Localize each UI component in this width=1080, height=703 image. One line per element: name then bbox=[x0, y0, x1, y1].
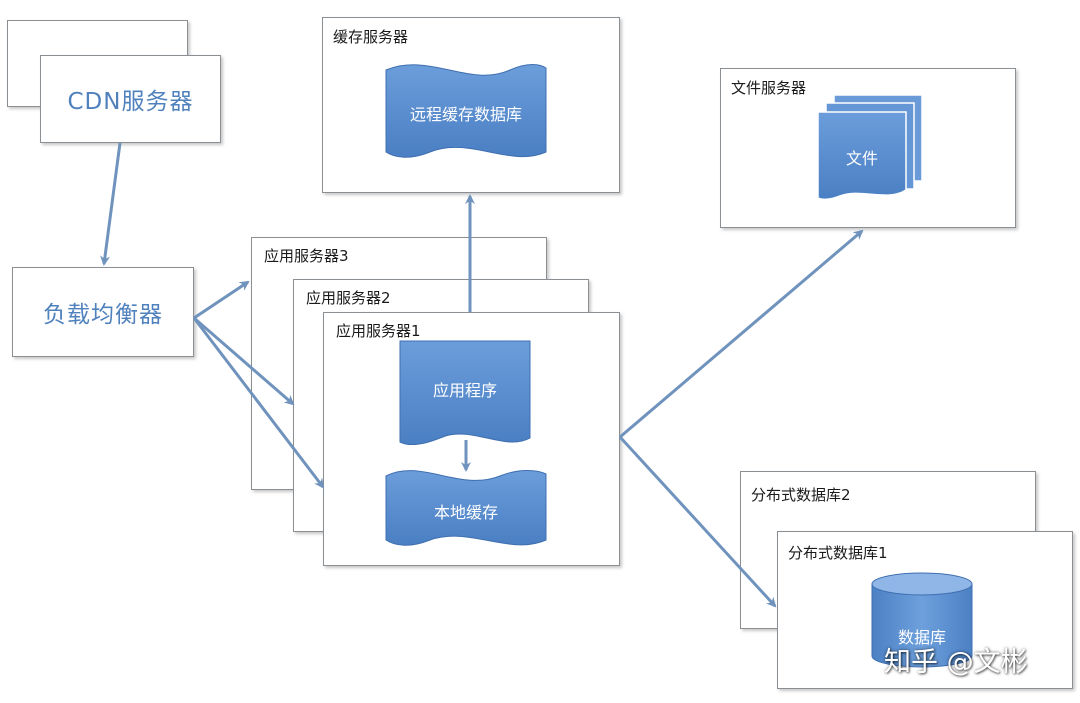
app-program-shape bbox=[399, 340, 531, 446]
arrow-lb-to-app-server-1 bbox=[192, 317, 325, 489]
app-program-label: 应用程序 bbox=[432, 381, 497, 400]
file-label: 文件 bbox=[845, 149, 878, 168]
cdn-server-label: CDN服务器 bbox=[67, 89, 194, 115]
distributed-db-1-title: 分布式数据库1 bbox=[788, 544, 888, 562]
load-balancer-label: 负载均衡器 bbox=[43, 302, 163, 328]
local-cache-label: 本地缓存 bbox=[433, 503, 498, 522]
distributed-db-2-title: 分布式数据库2 bbox=[751, 486, 851, 504]
database-cylinder-body bbox=[871, 583, 973, 668]
file-server-title: 文件服务器 bbox=[731, 79, 807, 97]
database-cylinder-top bbox=[871, 572, 973, 596]
app-server-1-title: 应用服务器1 bbox=[336, 322, 421, 340]
arrow-app-to-file-server bbox=[619, 229, 864, 439]
arrow-lb-to-app-server-2 bbox=[193, 316, 295, 406]
remote-cache-db-label: 远程缓存数据库 bbox=[409, 105, 522, 124]
local-cache-shape bbox=[385, 470, 547, 546]
arrow-cdn-to-load-balancer bbox=[100, 142, 122, 266]
cache-server-title: 缓存服务器 bbox=[333, 28, 409, 46]
cdn-server-node[interactable]: CDN服务器 bbox=[40, 55, 221, 143]
zhihu-watermark: 知乎 @文彬 bbox=[884, 647, 1028, 678]
database-label: 数据库 bbox=[897, 628, 946, 647]
app-server-2-title: 应用服务器2 bbox=[306, 289, 391, 307]
remote-cache-db-shape bbox=[385, 64, 547, 158]
load-balancer-node[interactable]: 负载均衡器 bbox=[12, 267, 194, 357]
arrow-app-to-distributed-db bbox=[618, 435, 777, 608]
file-stack-front bbox=[817, 111, 907, 201]
arrow-lb-to-app-server-3 bbox=[193, 280, 250, 320]
app-server-3-title: 应用服务器3 bbox=[264, 247, 349, 265]
